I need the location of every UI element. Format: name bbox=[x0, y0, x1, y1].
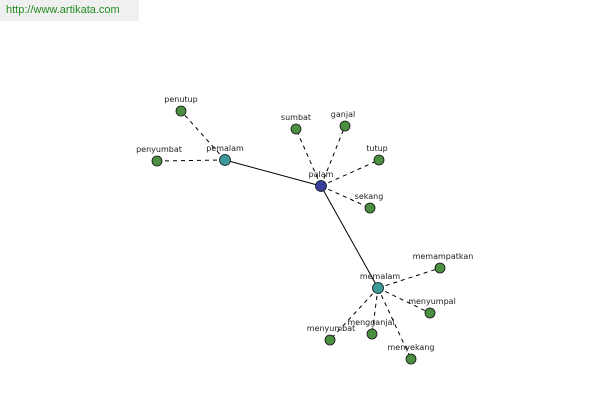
edge-pemalam-penutup bbox=[180, 110, 226, 161]
edge-palam-ganjal bbox=[320, 125, 346, 187]
nodes-layer bbox=[151, 105, 446, 365]
node-penyumbat[interactable] bbox=[151, 155, 163, 167]
edges-layer bbox=[156, 110, 441, 360]
edge-memalam-mengganjal bbox=[371, 287, 379, 335]
node-label-menyekang[interactable]: menyekang bbox=[388, 343, 435, 352]
edge-palam-memalam bbox=[320, 185, 379, 289]
node-menyekang[interactable] bbox=[405, 353, 417, 365]
watermark-banner: http://www.artikata.com bbox=[0, 0, 139, 21]
node-mengganjal[interactable] bbox=[366, 328, 378, 340]
node-ganjal[interactable] bbox=[339, 120, 351, 132]
edge-pemalam-penyumbat bbox=[156, 159, 226, 162]
watermark-url: http://www.artikata.com bbox=[6, 4, 120, 16]
node-label-menyumbat[interactable]: menyumbat bbox=[307, 324, 356, 333]
node-memalam[interactable] bbox=[372, 282, 384, 294]
node-label-memalam[interactable]: memalam bbox=[360, 272, 401, 281]
node-label-menyumpal[interactable]: menyumpal bbox=[408, 297, 456, 306]
edge-palam-pemalam bbox=[224, 159, 322, 187]
node-label-pemalam[interactable]: pemalam bbox=[206, 144, 244, 153]
edge-palam-sekang bbox=[320, 185, 371, 209]
edge-memalam-menyumbat bbox=[329, 287, 379, 341]
labels-layer: palam pemalam memalam penutup penyumbat sumba… bbox=[136, 95, 473, 352]
node-label-sumbat[interactable]: sumbat bbox=[281, 113, 311, 122]
node-palam[interactable] bbox=[315, 180, 327, 192]
edge-memalam-menyekang bbox=[377, 287, 412, 360]
node-label-penyumbat[interactable]: penyumbat bbox=[136, 145, 182, 154]
node-label-tutup[interactable]: tutup bbox=[366, 144, 388, 153]
node-pemalam[interactable] bbox=[219, 154, 231, 166]
node-menyumbat[interactable] bbox=[324, 334, 336, 346]
node-tutup[interactable] bbox=[373, 154, 385, 166]
node-memampatkan[interactable] bbox=[434, 262, 446, 274]
node-label-memampatkan[interactable]: memampatkan bbox=[413, 252, 474, 261]
node-label-penutup[interactable]: penutup bbox=[164, 95, 197, 104]
node-label-palam[interactable]: palam bbox=[309, 170, 334, 179]
node-sumbat[interactable] bbox=[290, 123, 302, 135]
node-menyumpal[interactable] bbox=[424, 307, 436, 319]
edge-memalam-memampatkan bbox=[377, 267, 441, 289]
node-penutup[interactable] bbox=[175, 105, 187, 117]
node-sekang[interactable] bbox=[364, 202, 376, 214]
node-label-mengganjal[interactable]: mengganjal bbox=[347, 318, 394, 327]
edge-memalam-menyumpal bbox=[377, 287, 431, 314]
node-label-ganjal[interactable]: ganjal bbox=[331, 110, 355, 119]
node-label-sekang[interactable]: sekang bbox=[355, 192, 384, 201]
edge-palam-tutup bbox=[320, 159, 380, 187]
edge-palam-sumbat bbox=[295, 128, 322, 187]
